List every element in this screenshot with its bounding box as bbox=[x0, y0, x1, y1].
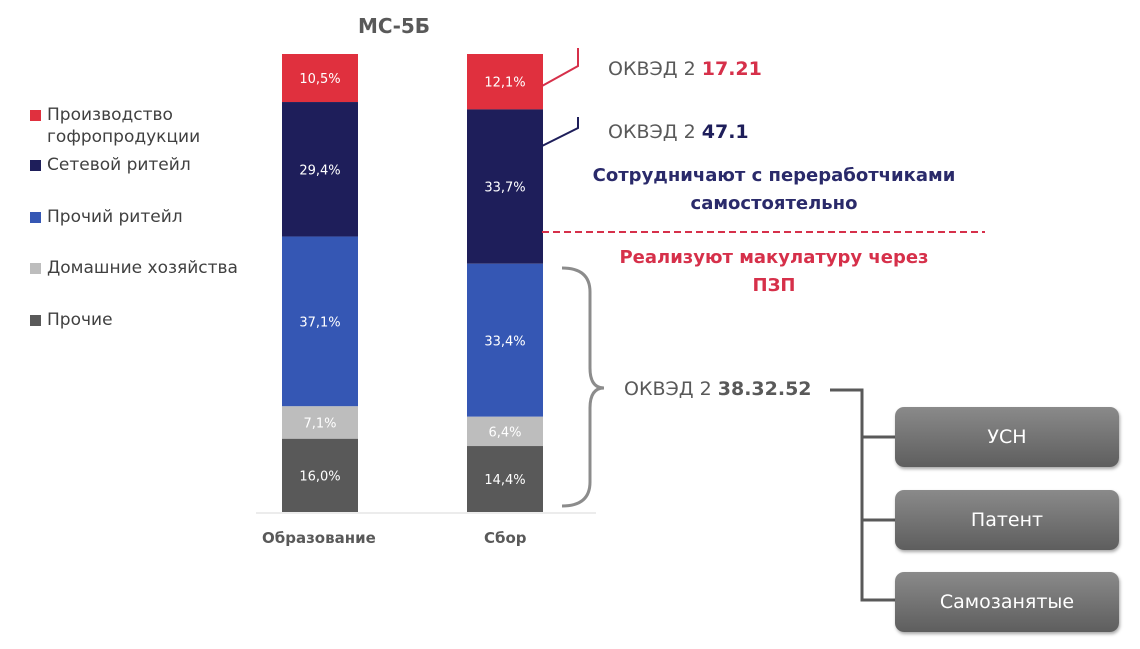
legend-label-other-retail: Прочий ритейл bbox=[47, 207, 183, 227]
bar-segment-0-1 bbox=[282, 102, 358, 237]
bar-segment-0-2 bbox=[282, 236, 358, 407]
okved-471-code: 47.1 bbox=[701, 121, 749, 143]
data-label-1-4: 14,4% bbox=[484, 473, 525, 488]
bar-segment-1-0 bbox=[467, 54, 543, 110]
legend-item-network-retail: Сетевой ритейл bbox=[30, 154, 191, 176]
okved-383252-code: 38.32.52 bbox=[717, 378, 812, 400]
curly-brace bbox=[561, 266, 605, 508]
okved-471-label: ОКВЭД 2 47.1 bbox=[608, 121, 749, 143]
bar-segment-1-3 bbox=[467, 416, 543, 447]
okved-1721-prefix: ОКВЭД 2 bbox=[608, 58, 702, 80]
sell-note: Реализуют макулатуру через ПЗП bbox=[619, 247, 929, 296]
legend-swatch-other-retail bbox=[30, 212, 41, 223]
data-label-0-3: 7,1% bbox=[303, 417, 336, 432]
tax-regime-connector bbox=[830, 388, 895, 602]
tax-regime-usn: УСН bbox=[895, 407, 1119, 467]
legend-item-other-retail: Прочий ритейл bbox=[30, 206, 183, 228]
bar-segment-1-1 bbox=[467, 109, 543, 264]
legend-label-network-retail: Сетевой ритейл bbox=[47, 155, 191, 175]
data-label-1-0: 12,1% bbox=[484, 76, 525, 91]
data-label-0-1: 29,4% bbox=[299, 163, 340, 178]
okved-383252-label: ОКВЭД 2 38.32.52 bbox=[624, 378, 812, 400]
data-label-1-2: 33,4% bbox=[484, 334, 525, 349]
legend-swatch-network-retail bbox=[30, 160, 41, 171]
legend-item-other: Прочие bbox=[30, 309, 113, 331]
legend-label-households: Домашние хозяйства bbox=[47, 258, 238, 278]
tax-regime-self-employed: Самозанятые bbox=[895, 572, 1119, 632]
legend-swatch-gofro bbox=[30, 110, 41, 121]
legend-label-other: Прочие bbox=[47, 310, 113, 330]
cooperate-note: Сотрудничают с переработчиками самостоят… bbox=[592, 165, 956, 214]
okved-1721-code: 17.21 bbox=[701, 58, 762, 80]
legend-label-gofro: Производство гофропродукции bbox=[47, 105, 201, 147]
bar-segment-0-4 bbox=[282, 438, 358, 512]
okved-1721-pointer bbox=[541, 48, 579, 87]
x-tick-label-collection: Сбор bbox=[484, 529, 527, 547]
okved-471-prefix: ОКВЭД 2 bbox=[608, 121, 702, 143]
x-tick-label-education: Образование bbox=[262, 529, 376, 547]
data-label-1-3: 6,4% bbox=[488, 425, 521, 440]
data-label-0-4: 16,0% bbox=[299, 469, 340, 484]
data-label-1-1: 33,7% bbox=[484, 181, 525, 196]
legend-item-gofro: Производство гофропродукции bbox=[30, 104, 240, 148]
tax-regime-patent: Патент bbox=[895, 490, 1119, 550]
bar-segment-0-0 bbox=[282, 54, 358, 103]
bars-group: 10,5% 29,4% 37,1% 7,1% 16,0% 12,1% 33,7% 33,4% 6… bbox=[282, 54, 543, 512]
legend-swatch-other bbox=[30, 315, 41, 326]
okved-1721-label: ОКВЭД 2 17.21 bbox=[608, 58, 762, 80]
okved-471-pointer bbox=[541, 117, 579, 147]
bar-segment-1-2 bbox=[467, 263, 543, 417]
legend-item-households: Домашние хозяйства bbox=[30, 257, 238, 279]
okved-383252-prefix: ОКВЭД 2 bbox=[624, 378, 718, 400]
bar-segment-1-4 bbox=[467, 446, 543, 512]
legend-swatch-households bbox=[30, 263, 41, 274]
bar-segment-0-3 bbox=[282, 406, 358, 439]
chart-title: МС-5Б bbox=[358, 14, 431, 38]
data-label-0-2: 37,1% bbox=[299, 315, 340, 330]
data-label-0-0: 10,5% bbox=[299, 72, 340, 87]
